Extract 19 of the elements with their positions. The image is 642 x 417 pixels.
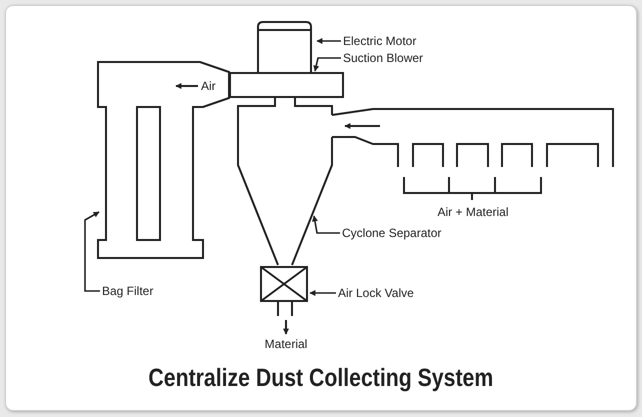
flow-label: Air + Material — [436, 205, 510, 219]
leader-line — [84, 211, 100, 292]
leader-line — [312, 215, 340, 234]
part-label: Electric Motor — [343, 34, 443, 48]
valve-drawing — [260, 266, 308, 302]
bag-filter-drawing — [98, 62, 229, 258]
flow-label: Material — [264, 337, 308, 351]
leader-line — [316, 38, 341, 44]
part-label: Air Lock Valve — [338, 286, 438, 300]
part-label: Bag Filter — [102, 284, 162, 298]
motor-drawing — [257, 21, 312, 72]
diagram-title: Centralize Dust Collecting System — [148, 364, 494, 393]
flow-label: Air — [201, 79, 217, 93]
part-label: Cyclone Separator — [342, 226, 458, 240]
part-label: Suction Blower — [343, 51, 443, 65]
cyclone-drawing — [238, 98, 332, 266]
leader-line — [313, 57, 341, 72]
leader-line — [309, 290, 336, 296]
blower-drawing — [229, 72, 344, 98]
